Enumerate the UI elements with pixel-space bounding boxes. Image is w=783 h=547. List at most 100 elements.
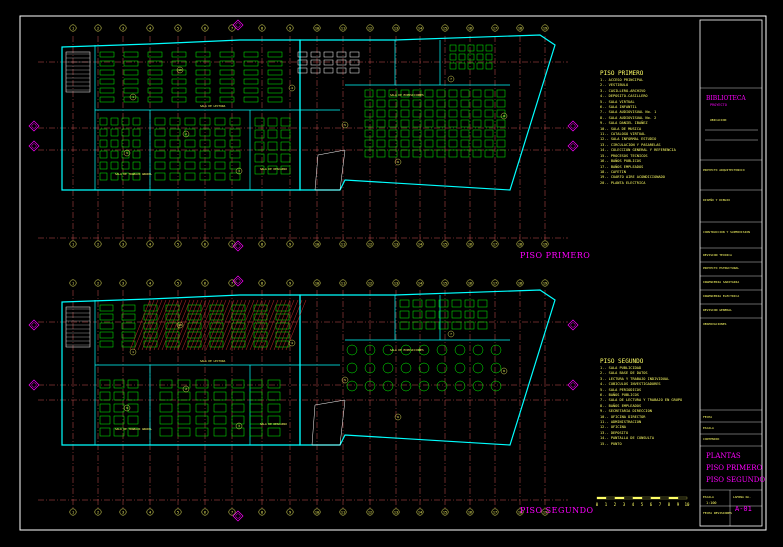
grid-bubble <box>69 24 77 32</box>
round-table <box>364 362 376 374</box>
furniture <box>249 415 263 425</box>
grid-bubble-label: 13 <box>394 281 398 285</box>
furniture <box>472 129 482 138</box>
furniture <box>99 78 115 85</box>
legend-item: 8.- SALA AUDIOVISUAL No. 2 <box>600 115 657 120</box>
furniture <box>449 62 457 70</box>
furniture <box>214 161 226 170</box>
furniture <box>143 313 158 321</box>
furniture <box>267 427 281 437</box>
furniture <box>424 89 434 98</box>
furniture <box>121 331 136 339</box>
grid-bubble-label: 11 <box>341 242 345 246</box>
sheet-title-3: PISO SEGUNDO <box>706 476 766 484</box>
furniture <box>336 59 347 66</box>
grid-bubble <box>466 240 474 248</box>
furniture <box>147 60 163 67</box>
furniture <box>448 119 458 128</box>
scale-tick-label: 1 <box>605 502 608 507</box>
room-number-bubble <box>394 413 402 421</box>
grid-bubble-label: 14 <box>418 281 422 285</box>
furniture <box>460 89 470 98</box>
ramp <box>311 399 346 446</box>
hatch <box>169 299 191 351</box>
furniture <box>364 109 374 118</box>
furniture <box>214 150 226 159</box>
furniture <box>219 60 235 67</box>
furniture <box>159 391 173 401</box>
furniture <box>99 51 115 58</box>
hatch <box>261 299 283 351</box>
furniture <box>187 340 202 348</box>
grid-bubble-label: 4 <box>149 510 151 514</box>
grid-bubble-label: 14 <box>418 242 422 246</box>
title-block-frame <box>699 19 763 527</box>
grid-bubble-label: 19 <box>543 26 547 30</box>
furniture <box>449 44 457 52</box>
grid-bubble-label: 10 <box>315 281 319 285</box>
sheet-frame <box>19 15 767 531</box>
furniture <box>199 172 211 181</box>
furniture <box>127 391 139 401</box>
furniture <box>209 322 224 330</box>
furniture <box>412 89 422 98</box>
furniture <box>267 165 278 175</box>
furniture <box>213 391 227 401</box>
furniture <box>121 340 136 348</box>
legend-item: 5.- SALA PERIODICOS <box>600 387 642 392</box>
scale-value: 1:100 <box>706 501 717 505</box>
hatch <box>145 299 167 351</box>
room-number: 9 <box>126 406 128 410</box>
furniture <box>460 139 470 148</box>
room-number-bubble <box>447 75 455 83</box>
grid-bubble-label: 2 <box>97 26 99 30</box>
room-number-bubble <box>176 66 184 74</box>
scale-segment <box>596 496 607 500</box>
grid-bubble-label: 16 <box>468 26 472 30</box>
grid-bubble-label: 7 <box>231 26 233 30</box>
furniture <box>376 109 386 118</box>
furniture <box>169 161 181 170</box>
grid-bubble <box>146 24 154 32</box>
grid-bubble-label: 12 <box>368 510 372 514</box>
furniture <box>458 62 466 70</box>
scale-label: ESCALA <box>703 495 714 499</box>
furniture <box>424 99 434 108</box>
legend-item: 1.- ACCESO PRINCIPAL <box>600 78 644 82</box>
grid-bubble <box>441 24 449 32</box>
furniture <box>253 340 268 348</box>
hatch <box>153 299 175 351</box>
room-number: 1 <box>132 95 134 99</box>
furniture <box>496 149 506 158</box>
grid-bubble-label: 3 <box>122 242 124 246</box>
title-block-lines <box>700 87 762 526</box>
round-table <box>454 362 466 374</box>
furniture <box>214 172 226 181</box>
furniture <box>147 87 163 94</box>
furniture <box>364 149 374 158</box>
furniture <box>485 53 493 61</box>
legend-item: 13.- CIRCULACION Y PASARELAS <box>600 142 661 147</box>
furniture <box>214 139 226 148</box>
furniture <box>364 129 374 138</box>
grid-bubble <box>174 279 182 287</box>
furniture <box>231 415 245 425</box>
grid-bubble <box>366 279 374 287</box>
furniture <box>438 321 449 330</box>
furniture <box>280 117 291 127</box>
furniture <box>171 60 187 67</box>
room-number-bubble <box>182 130 190 138</box>
furniture <box>448 129 458 138</box>
grid-bubble <box>516 240 524 248</box>
furniture <box>275 304 290 312</box>
hatch <box>165 299 187 351</box>
grid-bubble <box>69 240 77 248</box>
scale-segment <box>650 496 661 500</box>
furniture <box>476 62 484 70</box>
legend-item: 6.- SALA INFANTIL <box>600 105 637 110</box>
furniture <box>484 109 494 118</box>
grid-bubble-label: 7 <box>231 281 233 285</box>
grid-bubble-label: 5 <box>177 26 179 30</box>
legend-item: 20.- PLANTA ELECTRICA <box>600 180 646 185</box>
grid-bubble <box>366 508 374 516</box>
